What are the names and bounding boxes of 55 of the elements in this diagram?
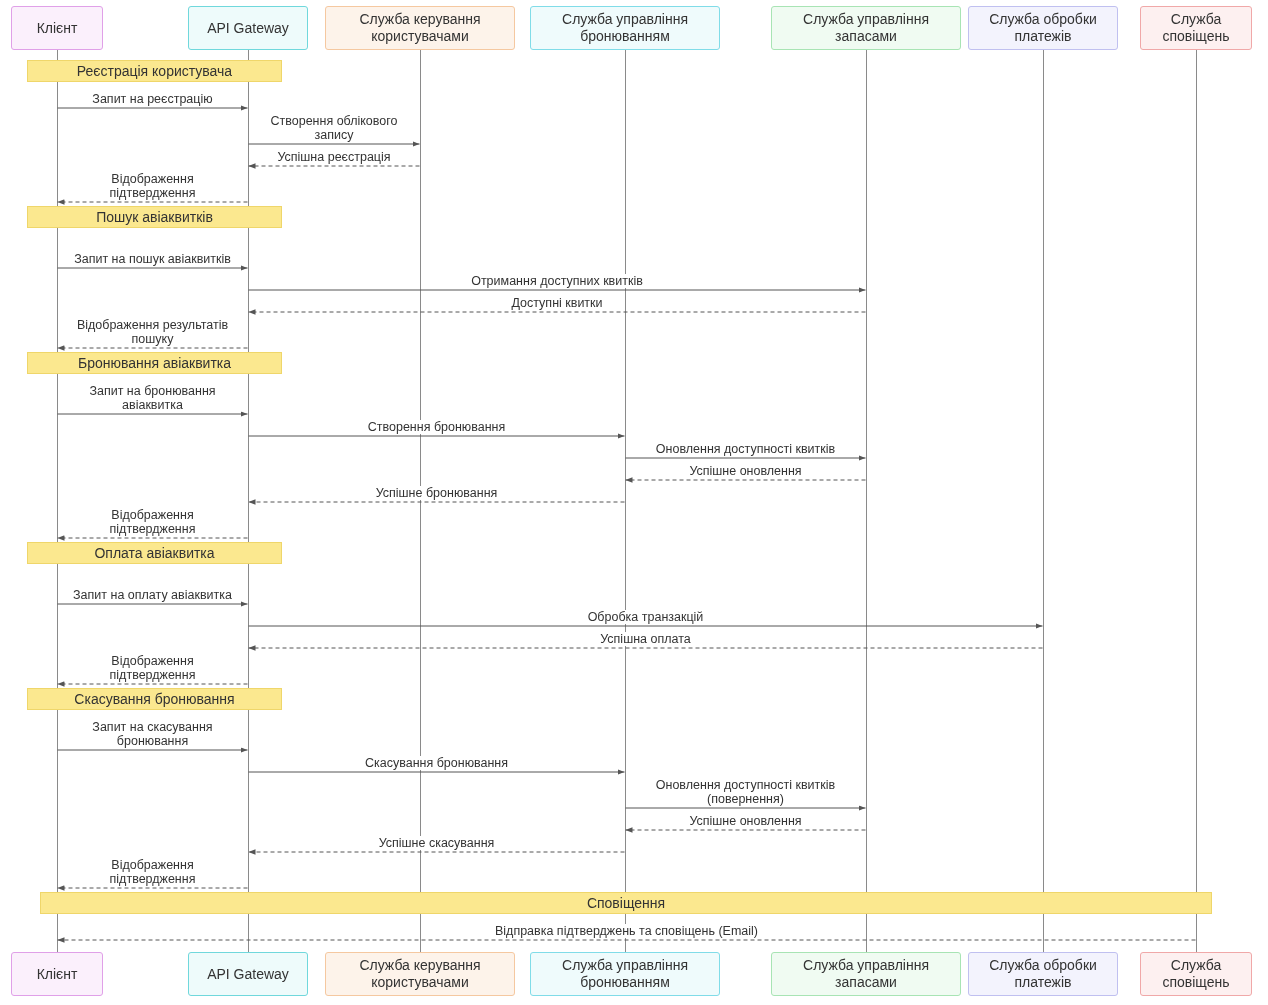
participant-box: Служба керування користувачами (325, 952, 515, 996)
message-arrow (57, 601, 248, 607)
edge-label: Отримання доступних квитків (468, 274, 646, 288)
note-band: Оплата авіаквитка (27, 542, 282, 564)
message-arrow (248, 433, 625, 439)
participant-box: Служба управління бронюванням (530, 952, 720, 996)
edge-label: Запит на пошук авіаквитків (71, 252, 234, 266)
participant-box: Клієнт (11, 6, 103, 50)
message-arrow (625, 455, 866, 461)
edge-label: Запит на реєстрацію (89, 92, 216, 106)
participant-box: Служба управління запасами (771, 6, 961, 50)
note-band: Пошук авіаквитків (27, 206, 282, 228)
participant-box: API Gateway (188, 952, 308, 996)
note-band: Бронювання авіаквитка (27, 352, 282, 374)
participant-box: Служба обробки платежів (968, 952, 1118, 996)
message-arrow (625, 477, 866, 483)
message-arrow (248, 769, 625, 775)
message-arrow (248, 309, 866, 315)
note-band: Сповіщення (40, 892, 1212, 914)
message-arrow (57, 885, 248, 891)
message-arrow (248, 645, 1043, 651)
message-arrow (57, 535, 248, 541)
message-arrow (57, 105, 248, 111)
lifeline (1195, 50, 1197, 952)
message-arrow (248, 849, 625, 855)
message-arrow (625, 827, 866, 833)
message-arrow (248, 163, 420, 169)
edge-label: Успішна оплата (597, 632, 694, 646)
note-band: Скасування бронювання (27, 688, 282, 710)
lifeline (624, 50, 626, 952)
message-arrow (57, 265, 248, 271)
message-arrow (57, 747, 248, 753)
message-arrow (248, 499, 625, 505)
message-arrow (625, 805, 866, 811)
message-arrow (248, 287, 866, 293)
participant-box: Служба управління запасами (771, 952, 961, 996)
participant-box: API Gateway (188, 6, 308, 50)
lifeline (419, 50, 421, 952)
message-arrow (57, 681, 248, 687)
participant-box: Служба сповіщень (1140, 6, 1252, 50)
message-arrow (248, 141, 420, 147)
message-arrow (57, 411, 248, 417)
message-arrow (57, 345, 248, 351)
message-arrow (57, 937, 1196, 943)
message-arrow (57, 199, 248, 205)
lifeline (1042, 50, 1044, 952)
note-band: Реєстрація користувача (27, 60, 282, 82)
edge-label: Запит на оплату авіаквитка (70, 588, 235, 602)
participant-box: Служба сповіщень (1140, 952, 1252, 996)
participant-box: Клієнт (11, 952, 103, 996)
participant-box: Служба управління бронюванням (530, 6, 720, 50)
participant-box: Служба обробки платежів (968, 6, 1118, 50)
participant-box: Служба керування користувачами (325, 6, 515, 50)
lifeline (865, 50, 867, 952)
message-arrow (248, 623, 1043, 629)
